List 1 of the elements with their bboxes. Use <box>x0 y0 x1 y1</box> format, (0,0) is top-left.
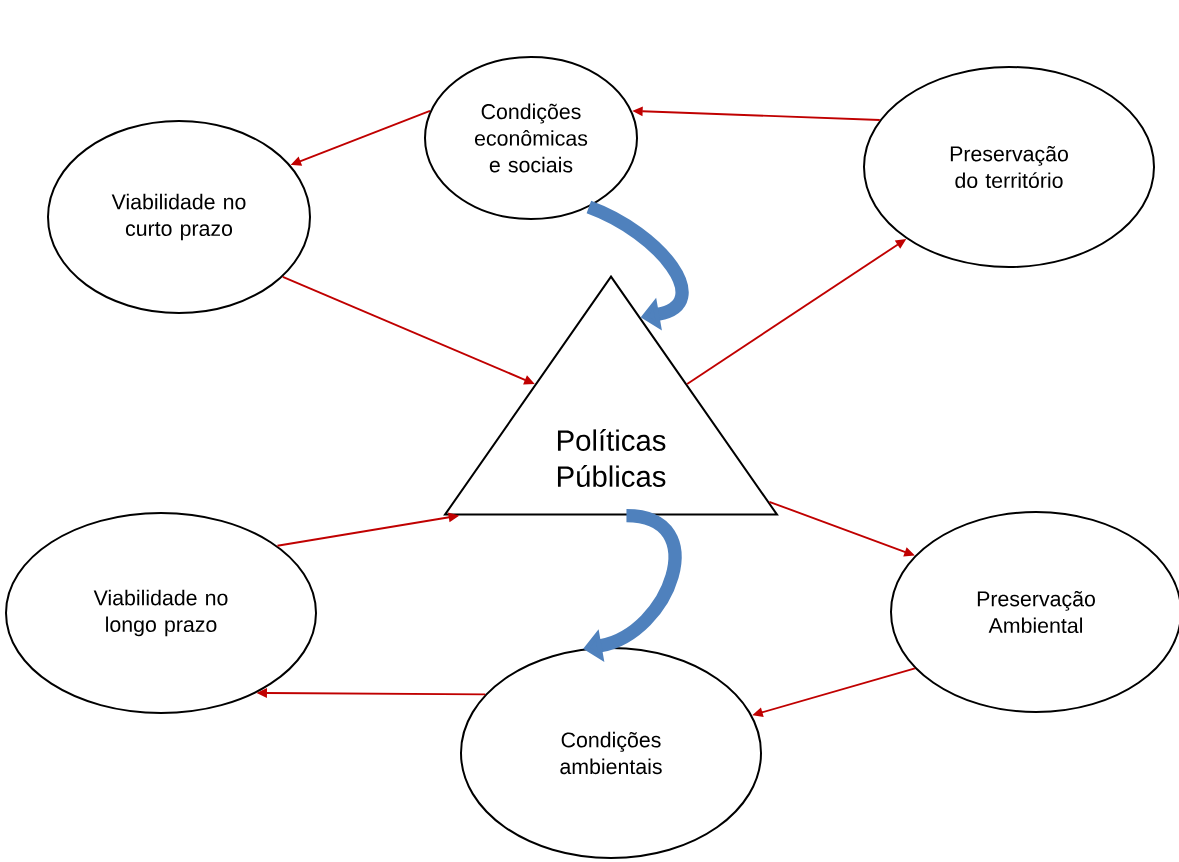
curved-arrow <box>586 200 689 331</box>
